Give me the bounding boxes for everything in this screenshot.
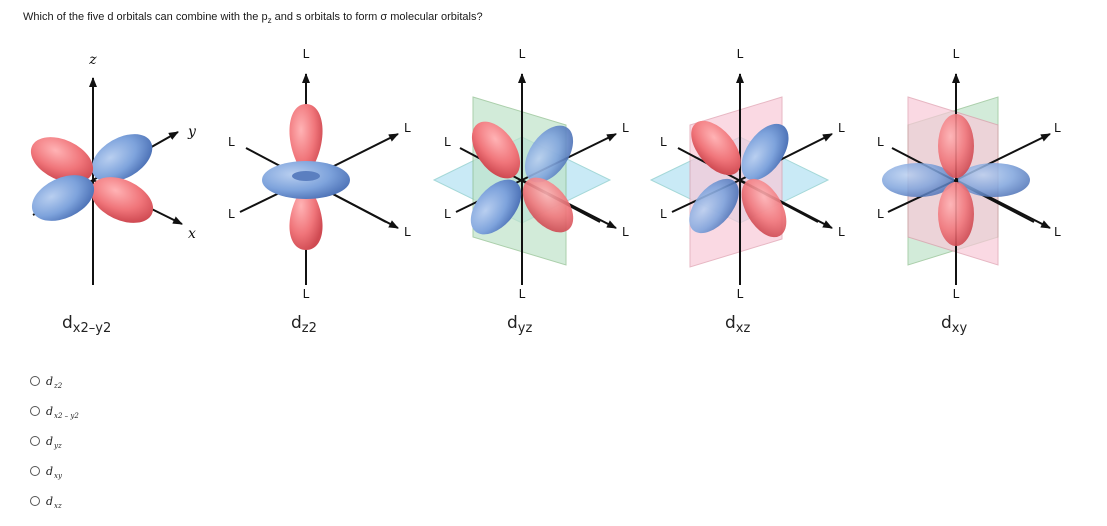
orbital-dx2-y2-diagram: z y x [30, 52, 197, 285]
radio-button[interactable] [30, 376, 40, 386]
axis-L-label: L [877, 207, 884, 221]
orbital-dxy-diagram: L L L L L L [877, 47, 1061, 301]
option-subscript: xy [54, 472, 62, 480]
axis-L-label: L [444, 207, 451, 221]
orbital-dz2-diagram: L L L L L L [228, 47, 411, 301]
axis-L-label: L [953, 287, 960, 301]
axis-z-label: z [88, 52, 97, 68]
axis-L-label: L [1054, 225, 1061, 239]
orbital-dyz-diagram: L L L L L L [432, 47, 629, 301]
question-suffix: molecular orbitals? [387, 11, 483, 23]
orbital-label-dxy: dxy [941, 313, 967, 336]
axis-L-label: L [404, 121, 411, 135]
radio-button[interactable] [30, 496, 40, 506]
axis-L-label: L [622, 121, 629, 135]
option-label: d [46, 494, 54, 508]
axis-L-label: L [838, 225, 845, 239]
axis-L-label: L [838, 121, 845, 135]
axis-L-label: L [953, 47, 960, 61]
axis-L-label: L [228, 135, 235, 149]
axis-L-label: L [622, 225, 629, 239]
radio-button[interactable] [30, 406, 40, 416]
question-text: Which of the five d orbitals can combine… [23, 11, 483, 25]
axis-L-label: L [1054, 121, 1061, 135]
axis-L-label: L [877, 135, 884, 149]
pz-subscript: z [267, 16, 272, 26]
axis-L-label: L [228, 207, 235, 221]
radio-button[interactable] [30, 466, 40, 476]
orbital-label-dxz: dxz [725, 313, 750, 336]
option-label: d [46, 434, 54, 448]
axis-L-label: L [404, 225, 411, 239]
axis-L-label: L [444, 135, 451, 149]
axis-y-label: y [187, 124, 197, 140]
orbital-label-dyz: dyz [507, 313, 532, 336]
sigma-symbol: σ [380, 11, 388, 23]
axis-L-label: L [519, 287, 526, 301]
option-label: d [46, 404, 54, 418]
orbital-label-dx2-y2: dx2–y2 [62, 313, 111, 336]
question-prefix: Which of the five d orbitals can combine… [23, 11, 268, 23]
option-subscript: x2 – y2 [54, 412, 79, 420]
option-subscript: z2 [54, 382, 63, 390]
option-subscript: xz [54, 502, 62, 510]
axis-L-label: L [660, 135, 667, 149]
axis-L-label: L [737, 47, 744, 61]
axis-L-label: L [737, 287, 744, 301]
axis-x-label: x [188, 226, 196, 242]
option-label: d [46, 374, 54, 388]
d-orbitals-figure: z y x L L L L L L L L L [30, 47, 1061, 336]
radio-button[interactable] [30, 436, 40, 446]
axis-L-label: L [303, 47, 310, 61]
axis-L-label: L [519, 47, 526, 61]
question-middle: and s orbitals to form [271, 11, 381, 23]
axis-L-label: L [660, 207, 667, 221]
axis-L-label: L [303, 287, 310, 301]
orbital-label-dz2: dz2 [291, 313, 317, 336]
orbital-dxz-diagram: L L L L L L [649, 47, 845, 301]
option-label: d [46, 464, 54, 478]
option-subscript: yz [54, 442, 62, 450]
